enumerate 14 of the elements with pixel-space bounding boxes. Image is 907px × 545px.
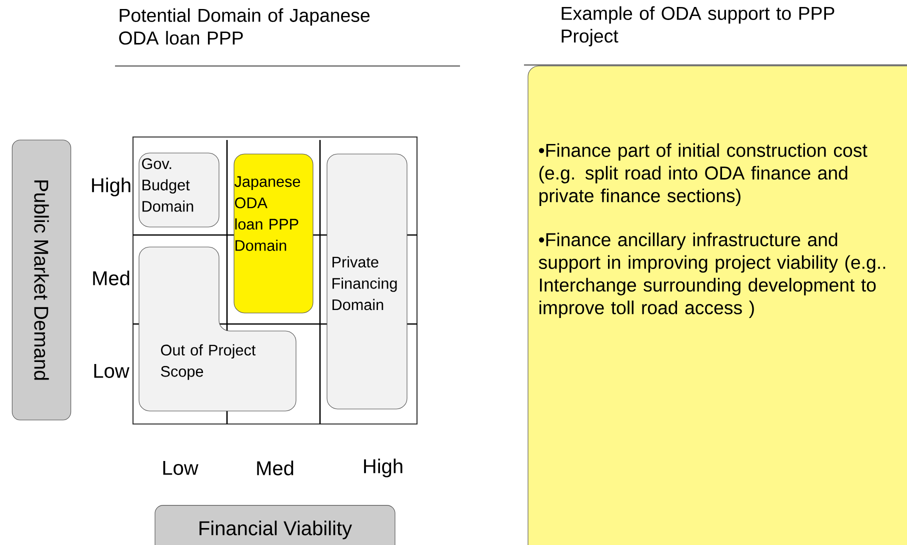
axis-title-box: Public Market Demand bbox=[12, 140, 72, 420]
axis-tick-label: Med bbox=[93, 270, 130, 286]
domain-box: Japanese ODA loan PPP Domain bbox=[234, 154, 314, 314]
note-panel: •Finance part of initial construction cost (e.g. split road into ODA finance and private finance sections) •Finance ancillary infrastructure and support in improving project viability (e.g.. Interchange surrounding development to improve toll road access ) bbox=[528, 66, 907, 545]
axis-tick-label: High bbox=[364, 458, 402, 478]
axis-tick-label: High bbox=[92, 178, 130, 196]
axis-tick-label: Med bbox=[257, 460, 294, 476]
axis-tick-label: Low bbox=[163, 461, 198, 475]
heading: Example of ODA support to PPP Project bbox=[562, 6, 834, 46]
domain-box: Private Financing Domain bbox=[326, 154, 408, 410]
heading: Potential Domain of Japanese ODA loan PPP bbox=[119, 8, 370, 45]
domain-box: Gov. Budget Domain bbox=[138, 152, 220, 228]
axis-tick-label: Low bbox=[94, 364, 130, 378]
axis-title-box: Financial Viability bbox=[154, 505, 396, 545]
